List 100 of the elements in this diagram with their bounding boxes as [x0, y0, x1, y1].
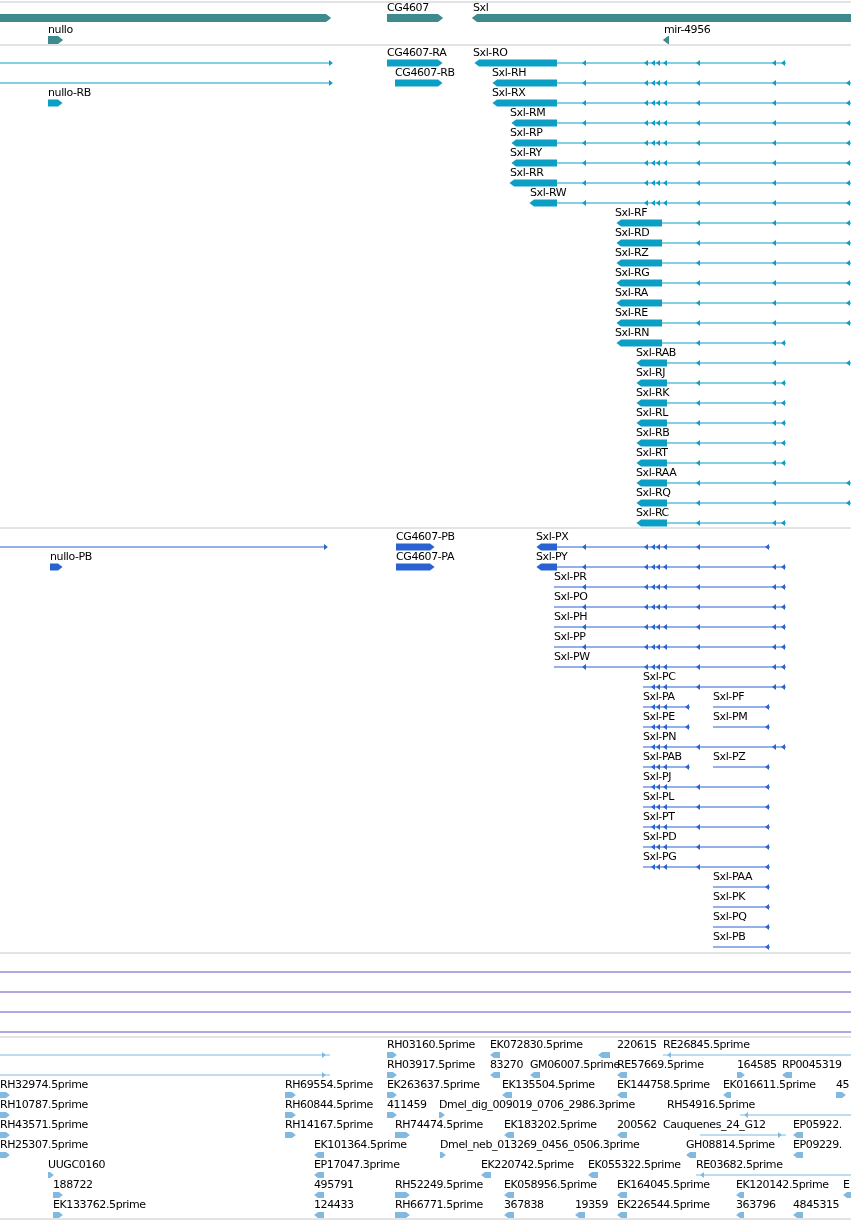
feature-label: Sxl-PAA — [713, 870, 752, 883]
feature-label: 164585 — [737, 1058, 777, 1071]
feature-label: EK072830.5prime — [490, 1038, 583, 1051]
feature-label: Sxl-RF — [615, 206, 648, 219]
feature-label: Dmel_neb_013269_0456_0506.3prime — [440, 1138, 640, 1151]
feature-label: Sxl-PC — [643, 670, 676, 683]
feature-label: EP17047.3prime — [314, 1158, 400, 1171]
feature-label: Sxl-RAB — [636, 346, 676, 359]
feature-label: RH74474.5prime — [395, 1118, 483, 1131]
feature-label: EK135504.5prime — [502, 1078, 595, 1091]
feature-label: Sxl-PE — [643, 710, 675, 723]
feature-label: Sxl-RJ — [636, 366, 665, 379]
feature-label: RH03917.5prime — [387, 1058, 475, 1071]
feature-label: RH54916.5prime — [667, 1098, 755, 1111]
feature-label: Sxl-PB — [713, 930, 746, 943]
feature-label: Sxl-PR — [554, 570, 587, 583]
feature-label: Sxl-RG — [615, 266, 650, 279]
feature-label: Sxl-PH — [554, 610, 588, 623]
feature-label: Dmel_dig_009019_0706_2986.3prime — [439, 1098, 635, 1111]
feature-label: EK120142.5prime — [736, 1178, 829, 1191]
feature-label: EK101364.5prime — [314, 1138, 407, 1151]
feature-label: RH52249.5prime — [395, 1178, 483, 1191]
feature-label: Sxl-RM — [510, 106, 546, 119]
feature-label: Sxl-PG — [643, 850, 677, 863]
feature-label: RE03682.5prime — [696, 1158, 783, 1171]
feature-label: Sxl-RH — [492, 66, 527, 79]
feature-label: Sxl-RQ — [636, 486, 671, 499]
feature-label: Sxl-RW — [530, 186, 567, 199]
feature-label: EK016611.5prime — [723, 1078, 816, 1091]
feature-label: EK263637.5prime — [387, 1078, 480, 1091]
feature-label: Sxl-PT — [643, 810, 675, 823]
feature-label: Sxl-PD — [643, 830, 677, 843]
feature-label: RH43571.5prime — [0, 1118, 88, 1131]
feature-label: Sxl-RE — [615, 306, 648, 319]
feature-label: Sxl-PA — [643, 690, 675, 703]
feature-label: EK133762.5prime — [53, 1198, 146, 1211]
feature-label: RE26845.5prime — [663, 1038, 750, 1051]
feature-label: Sxl-PP — [554, 630, 586, 643]
feature-label: Sxl-RD — [615, 226, 650, 239]
feature-label: EK183202.5prime — [504, 1118, 597, 1131]
feature-label: RH25307.5prime — [0, 1138, 88, 1151]
feature-label: Sxl-RK — [636, 386, 669, 399]
feature-label: EK058956.5prime — [504, 1178, 597, 1191]
feature-label: 45 — [836, 1078, 850, 1091]
feature-label: RH14167.5prime — [285, 1118, 373, 1131]
feature-label: Sxl-PY — [536, 550, 568, 563]
feature-label: EP05922. — [793, 1118, 842, 1131]
feature-label: Sxl-PX — [536, 530, 569, 543]
feature-label: RP0045319 — [782, 1058, 842, 1071]
feature-label: Sxl-RY — [510, 146, 542, 159]
feature-label: Sxl-PK — [713, 890, 745, 903]
feature-label: 19359 — [575, 1198, 608, 1211]
feature-label: nullo-PB — [50, 550, 92, 563]
feature-label: Sxl-RO — [473, 46, 508, 59]
feature-label: 220615 — [617, 1038, 657, 1051]
feature-label: 200562 — [617, 1118, 657, 1131]
feature-label: Sxl-PW — [554, 650, 590, 663]
feature-label: Sxl-PAB — [643, 750, 682, 763]
feature-label: Sxl-PM — [713, 710, 748, 723]
feature-label: Sxl-PL — [643, 790, 674, 803]
feature-label: Sxl-RT — [636, 446, 668, 459]
feature-label: Cauquenes_24_G12 — [663, 1118, 766, 1131]
feature-label: Sxl-PF — [713, 690, 745, 703]
feature-label: RH69554.5prime — [285, 1078, 373, 1091]
feature-label: 411459 — [387, 1098, 427, 1111]
feature-label: Sxl-RN — [615, 326, 649, 339]
feature-label: mir-4956 — [664, 23, 711, 36]
feature-label: Sxl-RR — [510, 166, 544, 179]
feature-label: Sxl-PJ — [643, 770, 671, 783]
feature-label: 367838 — [504, 1198, 544, 1211]
feature-label: RH32974.5prime — [0, 1078, 88, 1091]
feature-label: Sxl-PN — [643, 730, 676, 743]
feature-label: Sxl-PQ — [713, 910, 747, 923]
feature-label: Sxl-RB — [636, 426, 670, 439]
feature-label: 495791 — [314, 1178, 354, 1191]
feature-label: Sxl-RP — [510, 126, 543, 139]
feature-label: 4845315 — [793, 1198, 840, 1211]
feature-label: EK164045.5prime — [617, 1178, 710, 1191]
feature-label: 83270 — [490, 1058, 523, 1071]
feature-label: Sxl-RA — [615, 286, 648, 299]
feature-label: Sxl-RC — [636, 506, 669, 519]
feature-label: Sxl-RZ — [615, 246, 649, 259]
feature-label: RH66771.5prime — [395, 1198, 483, 1211]
feature-label: 124433 — [314, 1198, 354, 1211]
feature-label: Sxl-RL — [636, 406, 668, 419]
feature-label: E — [843, 1178, 850, 1191]
feature-label: CG4607-RB — [395, 66, 455, 79]
feature-label: CG4607-PA — [396, 550, 455, 563]
feature-label: GH08814.5prime — [686, 1138, 775, 1151]
feature-label: RH10787.5prime — [0, 1098, 88, 1111]
feature-label: Sxl — [473, 1, 489, 14]
feature-label: 363796 — [736, 1198, 776, 1211]
feature-label: Sxl-PO — [554, 590, 588, 603]
feature-label: EK226544.5prime — [617, 1198, 710, 1211]
feature-label: RH60844.5prime — [285, 1098, 373, 1111]
feature-label: nullo-RB — [48, 86, 91, 99]
feature-label: 188722 — [53, 1178, 93, 1191]
feature-label: UUGC0160 — [48, 1158, 106, 1171]
feature-label: EP09229. — [793, 1138, 842, 1151]
feature-label: CG4607 — [387, 1, 429, 14]
